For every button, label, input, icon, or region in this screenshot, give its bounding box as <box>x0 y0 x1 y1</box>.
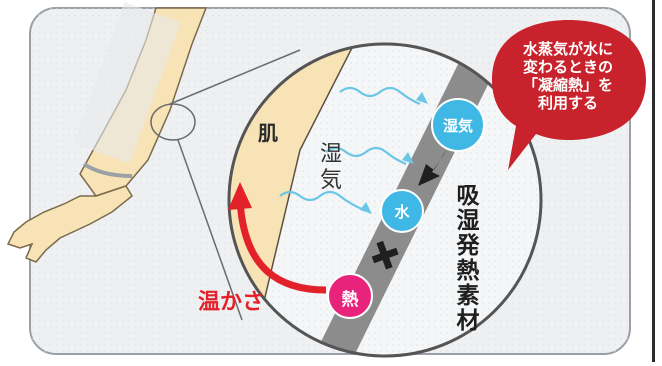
material-label: 吸湿発熱素材 <box>456 183 480 334</box>
zoom-circle-border <box>227 42 543 358</box>
zoom-line-bottom <box>177 139 243 321</box>
moisture-arrowheads <box>360 92 428 214</box>
zoom-source-circle <box>150 103 196 141</box>
condense-arrow <box>418 150 446 186</box>
hand <box>6 185 133 263</box>
callout-line-1: 水蒸気が水に <box>522 40 613 58</box>
page-edge-line <box>652 0 655 362</box>
water-bubble-label: 水 <box>394 203 410 221</box>
plus-sign <box>371 240 399 270</box>
moisture-arrow-3 <box>279 190 365 212</box>
skin-label: 肌 <box>258 121 278 145</box>
sleeve-cuff <box>82 162 133 178</box>
callout-line-3: 「凝縮熱」を <box>522 76 613 94</box>
zoom-line-top <box>169 49 301 105</box>
heat-bubble-label: 熱 <box>341 290 359 310</box>
callout-text: 水蒸気が水に 変わるときの 「凝縮熱」を 利用する <box>494 40 642 112</box>
humidity-label: 湿気 <box>319 142 342 193</box>
warmth-arrowhead <box>228 182 252 210</box>
warmth-label: 温かさ <box>198 290 265 315</box>
vapor-bubble <box>431 98 485 152</box>
vapor-bubble-label: 湿気 <box>442 117 473 135</box>
warmth-arrow <box>236 199 327 294</box>
heat-bubble <box>327 273 373 319</box>
moisture-arrows <box>279 86 421 212</box>
callout-bubble <box>492 20 646 170</box>
water-bubble <box>380 189 424 233</box>
moisture-arrow-2 <box>325 146 407 166</box>
moisture-arrow-1 <box>339 86 421 106</box>
skin-edge <box>249 44 357 356</box>
callout-line-2: 変わるときの <box>522 58 613 76</box>
arm-illustration <box>6 2 208 263</box>
sleeve-fabric <box>73 2 181 164</box>
callout-line-4: 利用する <box>537 94 598 112</box>
